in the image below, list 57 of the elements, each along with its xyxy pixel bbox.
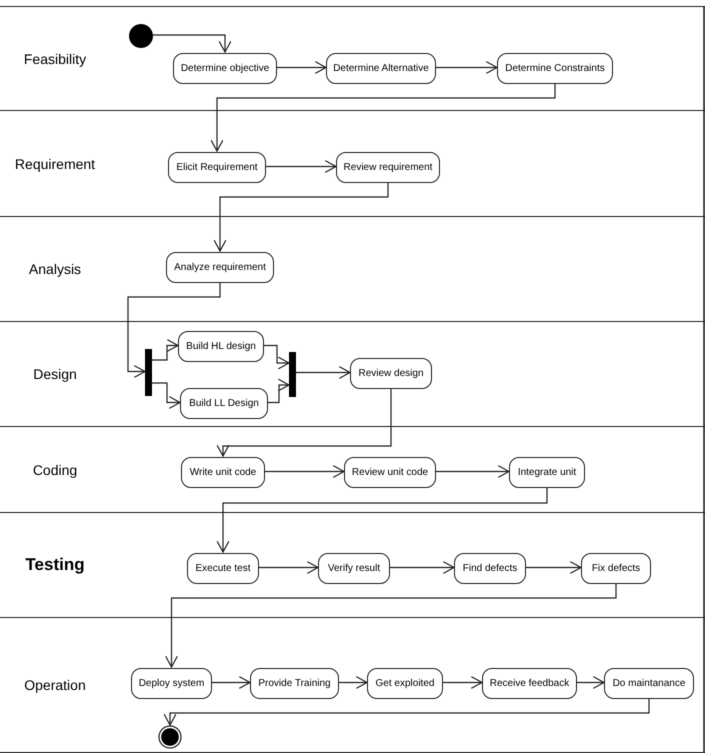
activity-box: Review design <box>350 358 432 389</box>
activity-box: Build LL Design <box>180 388 268 419</box>
arrow <box>526 560 582 574</box>
arrow <box>443 676 483 690</box>
activity-box: Receive feedback <box>482 668 577 699</box>
activity-box: Integrate unit <box>509 457 585 488</box>
arrow <box>213 182 389 252</box>
arrow <box>264 344 290 370</box>
arrow <box>164 583 617 668</box>
arrow <box>577 676 605 690</box>
arrow <box>152 382 181 410</box>
arrow <box>152 338 179 361</box>
arrow <box>127 282 221 378</box>
activity-box: Analyze requirement <box>166 252 274 283</box>
arrow <box>266 160 337 174</box>
arrow <box>216 487 548 553</box>
arrow <box>296 366 351 380</box>
activity-box: Determine objective <box>173 53 277 84</box>
lane-title: Analysis <box>28 261 82 277</box>
lane-title: Requirement <box>14 156 96 172</box>
arrow <box>436 464 510 478</box>
lane-title: Testing <box>25 555 85 575</box>
lane-title: Feasibility <box>24 50 86 66</box>
activity-box: Deploy system <box>131 668 212 699</box>
arrow <box>212 676 251 690</box>
arrow <box>268 378 290 404</box>
arrow <box>277 60 327 74</box>
activity-box: Get exploited <box>367 668 443 699</box>
activity-box: Review unit code <box>344 457 436 488</box>
arrow <box>390 560 455 574</box>
initial-node <box>129 24 153 48</box>
activity-box: Fix defects <box>581 553 651 584</box>
sync-bar <box>289 352 296 397</box>
arrow <box>216 388 392 457</box>
final-node <box>161 728 179 746</box>
arrow <box>265 464 345 478</box>
lane-title: Coding <box>32 462 78 478</box>
activity-box: Find defects <box>454 553 526 584</box>
arrow <box>339 676 368 690</box>
lane-title: Design <box>33 366 77 382</box>
arrow <box>163 698 650 726</box>
arrow <box>210 83 556 152</box>
activity-box: Elicit Requirement <box>168 152 266 183</box>
activity-box: Determine Alternative <box>326 53 436 84</box>
sync-bar <box>145 349 152 396</box>
activity-box: Determine Constraints <box>497 53 613 84</box>
activity-box: Do maintanance <box>604 668 694 699</box>
activity-box: Write unit code <box>181 457 265 488</box>
activity-box: Provide Training <box>250 668 339 699</box>
arrow <box>259 560 319 574</box>
activity-box: Execute test <box>187 553 259 584</box>
activity-box: Review requirement <box>336 152 440 183</box>
activity-box: Build HL design <box>178 331 264 362</box>
arrow <box>153 34 232 53</box>
lane-title: Operation <box>24 677 86 693</box>
activity-box: Verify result <box>318 553 390 584</box>
arrow <box>436 60 498 74</box>
